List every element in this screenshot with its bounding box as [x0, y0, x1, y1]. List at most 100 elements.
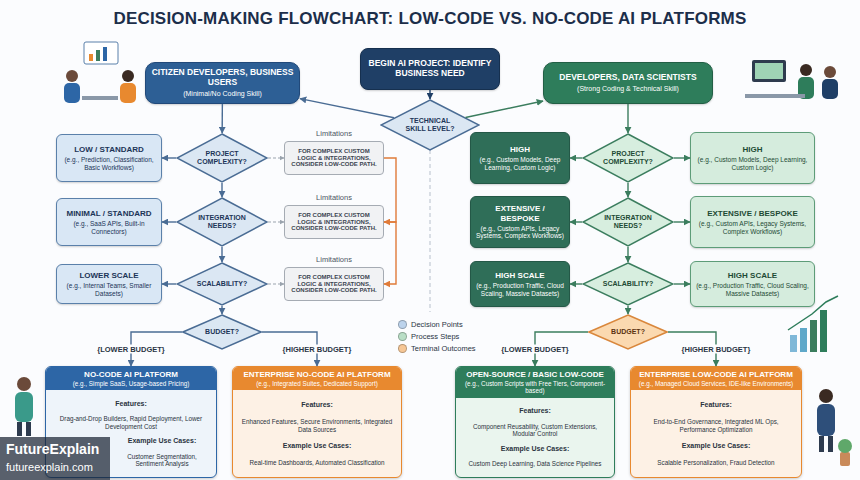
person-leg	[828, 436, 833, 452]
outcome-body: Features:Drag-and-Drop Builders, Rapid D…	[46, 390, 216, 477]
diagram-title: DECISION-MAKING FLOWCHART: LOW-CODE VS. …	[0, 9, 860, 29]
decision-diamond: PROJECT COMPLEXITY?	[176, 133, 268, 183]
limitations-heading: Limitations	[285, 130, 383, 139]
monitor	[752, 60, 786, 82]
chart-bar	[790, 335, 797, 352]
chart-board	[84, 42, 118, 64]
use-cases-heading: Example Use Cases:	[114, 437, 210, 445]
flow-arrow	[268, 284, 284, 285]
chart-bar	[89, 54, 93, 61]
flow-arrow	[535, 332, 588, 366]
person-head	[824, 66, 836, 78]
use-cases-text: Real-time Dashboards, Automated Classifi…	[239, 459, 395, 466]
flow-arrow	[570, 221, 582, 222]
diamond-label-area: SCALABILITY?	[176, 262, 268, 306]
outcome-box: ENTERPRISE LOW-CODE AI PLATFORM(e.g., Ma…	[630, 366, 802, 478]
platform-title: ENTERPRISE NO-CODE AI PLATFORM	[237, 370, 397, 379]
person-body	[120, 83, 136, 103]
person-head	[122, 70, 134, 82]
limitations-text: FOR COMPLEX CUSTOM LOGIC & INTEGRATIONS,…	[289, 148, 379, 169]
box-title: EXTENSIVE / BESPOKE	[475, 204, 565, 222]
budget-label: {LOWER BUDGET}	[499, 345, 571, 354]
person-body	[15, 392, 33, 422]
box-title: CITIZEN DEVELOPERS, BUSINESS USERS	[150, 68, 295, 88]
start-box: BEGIN AI PROJECT: IDENTIFY BUSINESS NEED	[360, 48, 500, 90]
person-body	[822, 79, 838, 99]
process-box: HIGH SCALE(e.g., Production Traffic, Clo…	[470, 261, 570, 307]
diamond-label-area: SCALABILITY?	[582, 262, 674, 306]
outcome-header: ENTERPRISE LOW-CODE AI PLATFORM(e.g., Ma…	[631, 367, 801, 390]
budget-label: {LOWER BUDGET}	[95, 345, 167, 354]
use-cases-heading: Example Use Cases:	[239, 442, 395, 450]
flow-arrow	[162, 157, 176, 158]
box-title: HIGH	[510, 145, 530, 154]
diamond-label-area: BUDGET?	[182, 314, 262, 350]
decision-text: SCALABILITY?	[197, 280, 248, 288]
process-box: HIGH SCALE(e.g., Production Traffic, Clo…	[690, 261, 815, 307]
use-cases-text: Custom Deep Learning, Data Science Pipel…	[462, 460, 608, 467]
limitation-link	[384, 222, 396, 284]
limitations-text: FOR COMPLEX CUSTOM LOGIC & INTEGRATIONS,…	[289, 212, 379, 233]
flow-arrow	[131, 332, 182, 366]
decision-text: INTEGRATION NEEDS?	[600, 214, 656, 230]
budget-label: {HIGHER BUDGET}	[281, 345, 354, 354]
features-heading: Features:	[462, 407, 608, 415]
diamond-outline	[589, 315, 667, 349]
person-body	[817, 404, 835, 436]
flow-arrow	[627, 247, 628, 262]
process-box: LOW / STANDARD(e.g., Prediction, Classif…	[56, 134, 162, 182]
legend-text: Terminal Outcomes	[411, 344, 476, 353]
process-box: LOWER SCALE(e.g., Internal Teams, Smalle…	[56, 264, 162, 304]
limitation-note: LimitationsFOR COMPLEX CUSTOM LOGIC & IN…	[284, 205, 384, 239]
box-title: BEGIN AI PROJECT: IDENTIFY BUSINESS NEED	[365, 59, 495, 79]
flow-arrow	[162, 221, 176, 222]
box-detail: (e.g., Production Traffic, Cloud Scaling…	[695, 282, 810, 297]
watermark-text: futureexplain.com	[6, 461, 93, 473]
legend-swatch	[398, 332, 407, 341]
decision-diamond: SCALABILITY?	[176, 262, 268, 306]
chart-bar	[96, 50, 100, 61]
legend-text: Decision Points	[411, 320, 463, 329]
outcome-box: ENTERPRISE NO-CODE AI PLATFORM(e.g., Int…	[232, 366, 402, 478]
outcome-header: OPEN-SOURCE / BASIC LOW-CODE(e.g., Custo…	[456, 367, 614, 398]
flow-arrow	[221, 247, 222, 262]
title-layer: DECISION-MAKING FLOWCHART: LOW-CODE VS. …	[0, 0, 860, 30]
limitations-heading: Limitations	[285, 194, 383, 203]
box-title: EXTENSIVE / BESPOKE	[707, 209, 798, 218]
process-box: EXTENSIVE / BESPOKE(e.g., Custom APIs, L…	[690, 196, 815, 248]
person-head	[819, 389, 833, 403]
watermark-backdrop	[0, 437, 110, 480]
outcome-header: NO-CODE AI PLATFORM(e.g., Simple SaaS, U…	[46, 367, 216, 390]
use-cases-text: Scalable Personalization, Fraud Detectio…	[637, 459, 795, 466]
diamond-label-area: TECHNICAL SKILL LEVEL?	[380, 99, 480, 151]
use-cases-heading: Example Use Cases:	[462, 445, 608, 453]
plant-leaves	[838, 439, 852, 453]
diamond-outline	[177, 134, 267, 182]
person-leg	[26, 422, 31, 436]
use-cases-text: Customer Segmentation, Sentiment Analysi…	[114, 453, 210, 467]
diamond-label-area: INTEGRATION NEEDS?	[582, 197, 674, 247]
use-cases-heading: Example Use Cases:	[637, 442, 795, 450]
diamond-outline	[177, 263, 267, 305]
chart-bar	[800, 328, 807, 352]
outcome-body: Features:Component Reusability, Custom E…	[456, 398, 614, 477]
features-heading: Features:	[239, 401, 395, 409]
diamond-outline	[583, 263, 673, 305]
platform-example: (e.g., Custom Scripts with Free Tiers, C…	[460, 380, 610, 394]
flow-arrow	[162, 283, 176, 284]
box-detail: (e.g., SaaS APIs, Built-in Connectors)	[61, 220, 157, 235]
diamond-outline	[177, 198, 267, 246]
decision-diamond: INTEGRATION NEEDS?	[176, 197, 268, 247]
outcome-body: Features:Enhanced Features, Secure Envir…	[233, 390, 401, 477]
features-text: End-to-End Governance, Integrated ML Ops…	[637, 418, 795, 432]
process-box: CITIZEN DEVELOPERS, BUSINESS USERS(Minim…	[145, 62, 300, 104]
divider-line	[430, 150, 431, 312]
chart-bar	[820, 310, 827, 352]
process-box: DEVELOPERS, DATA SCIENTISTS(Strong Codin…	[543, 62, 713, 104]
legend-entry: Process Steps	[398, 330, 476, 342]
decision-text: BUDGET?	[611, 328, 645, 336]
flow-arrow	[674, 221, 690, 222]
diamond-label-area: PROJECT COMPLEXITY?	[582, 133, 674, 183]
